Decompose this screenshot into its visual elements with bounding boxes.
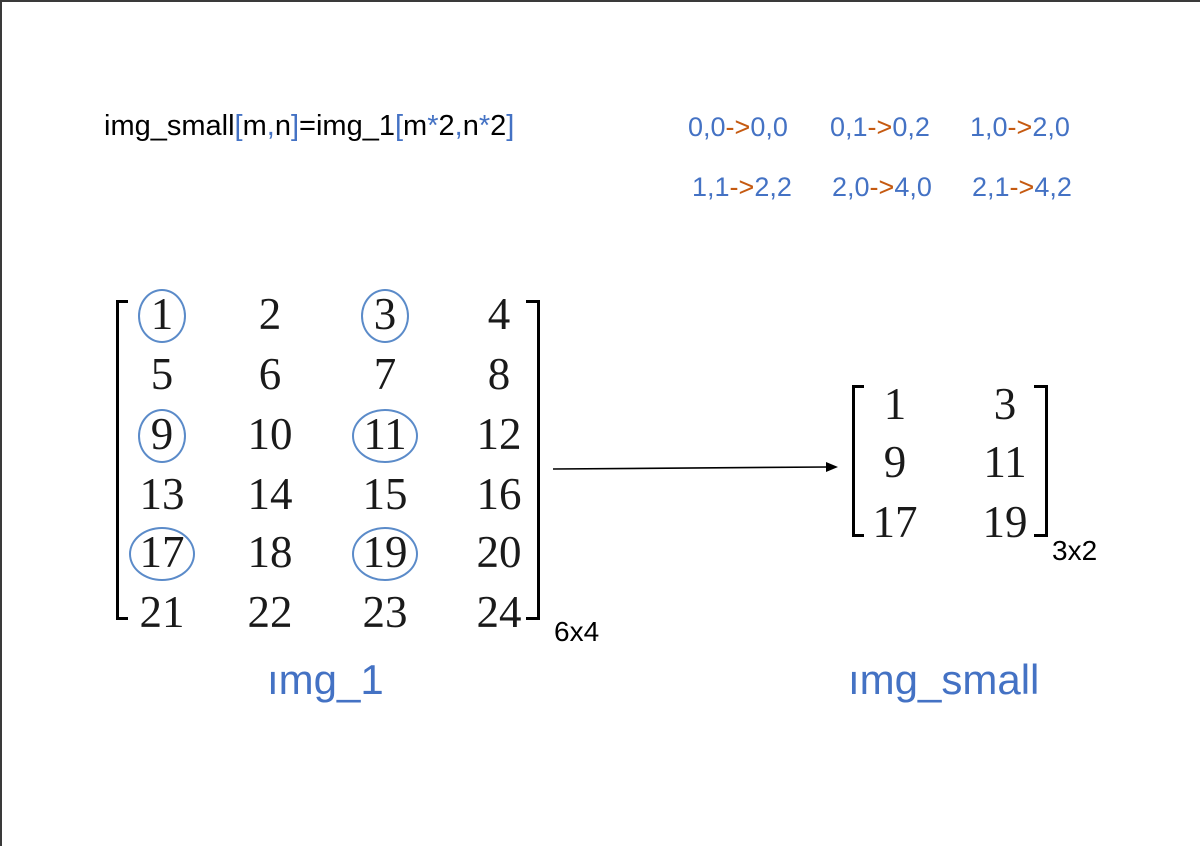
index-mapping: 0,0->0,0 xyxy=(688,112,788,143)
matrix-dimension-label: 3x2 xyxy=(1052,535,1098,566)
matrix-cell: 11 xyxy=(363,409,407,459)
matrix-cell: 17 xyxy=(872,497,918,547)
mapping-source-index: 2,0 xyxy=(832,172,870,202)
formula-target: img_small xyxy=(104,110,235,142)
selected-element-circle xyxy=(352,409,418,463)
mapping-target-index: 4,0 xyxy=(894,172,932,202)
formula-bracket: ] xyxy=(506,110,515,142)
matrix-cell: 19 xyxy=(362,527,408,577)
matrix-cell: 18 xyxy=(247,527,293,577)
matrix-cell: 15 xyxy=(362,469,408,519)
matrix-caption: ımg_small xyxy=(848,656,1040,703)
mapping-source-index: 1,0 xyxy=(970,112,1008,142)
formula-var: n xyxy=(462,110,479,142)
matrix-cell: 19 xyxy=(982,497,1028,547)
mapping-source-index: 2,1 xyxy=(972,172,1010,202)
matrix-cell: 24 xyxy=(476,587,522,637)
matrix-cell: 2 xyxy=(258,289,282,339)
matrix-cell: 16 xyxy=(476,469,522,519)
matrix-cell: 3 xyxy=(993,379,1017,429)
matrix-cell: 8 xyxy=(487,349,511,399)
index-mapping: 0,1->0,2 xyxy=(830,112,930,143)
matrix-cell: 20 xyxy=(476,527,522,577)
formula-factor: 2 xyxy=(490,110,507,142)
formula-var: m xyxy=(403,110,428,142)
mapping-arrow: -> xyxy=(725,112,751,142)
formula-bracket: ] xyxy=(290,110,300,142)
mapping-source-index: 0,1 xyxy=(830,112,868,142)
matrix-cell: 7 xyxy=(373,349,397,399)
matrix-cell: 6 xyxy=(258,349,282,399)
mapping-source-index: 1,1 xyxy=(692,172,730,202)
matrix-cell: 23 xyxy=(362,587,408,637)
matrix-cell: 12 xyxy=(476,409,522,459)
selected-element-circle xyxy=(361,289,409,343)
matrix-cell: 9 xyxy=(150,409,174,459)
mapping-arrow: -> xyxy=(867,112,893,142)
selected-element-circle xyxy=(138,289,186,343)
matrix-cell: 9 xyxy=(883,437,907,487)
mapping-arrow: -> xyxy=(1007,112,1033,142)
matrix-right-bracket xyxy=(1034,385,1048,537)
mapping-target-index: 2,0 xyxy=(1032,112,1070,142)
matrix-cell: 1 xyxy=(150,289,174,339)
arrow-shaft xyxy=(552,466,829,470)
selected-element-circle xyxy=(138,409,186,463)
mapping-target-index: 0,2 xyxy=(892,112,930,142)
matrix-left-bracket xyxy=(116,300,128,620)
matrix-cell: 13 xyxy=(139,469,185,519)
selected-element-circle xyxy=(352,527,418,581)
formula-comma: , xyxy=(266,110,275,142)
matrix-cell: 5 xyxy=(150,349,174,399)
matrix-cell: 10 xyxy=(247,409,293,459)
formula-bracket: [ xyxy=(234,110,243,142)
matrix-cell: 11 xyxy=(983,437,1027,487)
formula-operator: * xyxy=(478,110,491,142)
matrix-cell: 14 xyxy=(247,469,293,519)
matrix-cell: 3 xyxy=(373,289,397,339)
formula-var: n xyxy=(274,110,291,142)
matrix-left-bracket xyxy=(852,385,864,537)
matrix-dimension-label: 6x4 xyxy=(554,616,600,647)
mapping-arrow: -> xyxy=(1009,172,1035,202)
index-mapping: 1,0->2,0 xyxy=(970,112,1070,143)
formula-var: m xyxy=(242,110,267,142)
formula-source: =img_1 xyxy=(299,110,395,142)
matrix-cell: 17 xyxy=(139,527,185,577)
mapping-source-index: 0,0 xyxy=(688,112,726,142)
mapping-arrow: -> xyxy=(869,172,895,202)
formula-factor: 2 xyxy=(438,110,455,142)
matrix-cell: 21 xyxy=(139,587,185,637)
matrix-cell: 22 xyxy=(247,587,293,637)
formula-bracket: [ xyxy=(394,110,404,142)
matrix-cell: 1 xyxy=(883,379,907,429)
index-mapping: 2,1->4,2 xyxy=(972,172,1072,203)
mapping-target-index: 4,2 xyxy=(1034,172,1072,202)
selected-element-circle xyxy=(129,527,195,581)
mapping-target-index: 2,2 xyxy=(754,172,792,202)
mapping-target-index: 0,0 xyxy=(750,112,788,142)
formula-comma: , xyxy=(454,110,463,142)
arrow-head xyxy=(826,462,838,472)
matrix-right-bracket xyxy=(526,300,540,620)
matrix-caption: ımg_1 xyxy=(267,656,384,703)
indexing-formula: img_small[m,n]=img_1[m*2,n*2] xyxy=(104,110,514,143)
mapping-arrow: -> xyxy=(729,172,755,202)
index-mapping: 2,0->4,0 xyxy=(832,172,932,203)
index-mapping: 1,1->2,2 xyxy=(692,172,792,203)
matrix-cell: 4 xyxy=(487,289,511,339)
formula-operator: * xyxy=(427,110,439,142)
